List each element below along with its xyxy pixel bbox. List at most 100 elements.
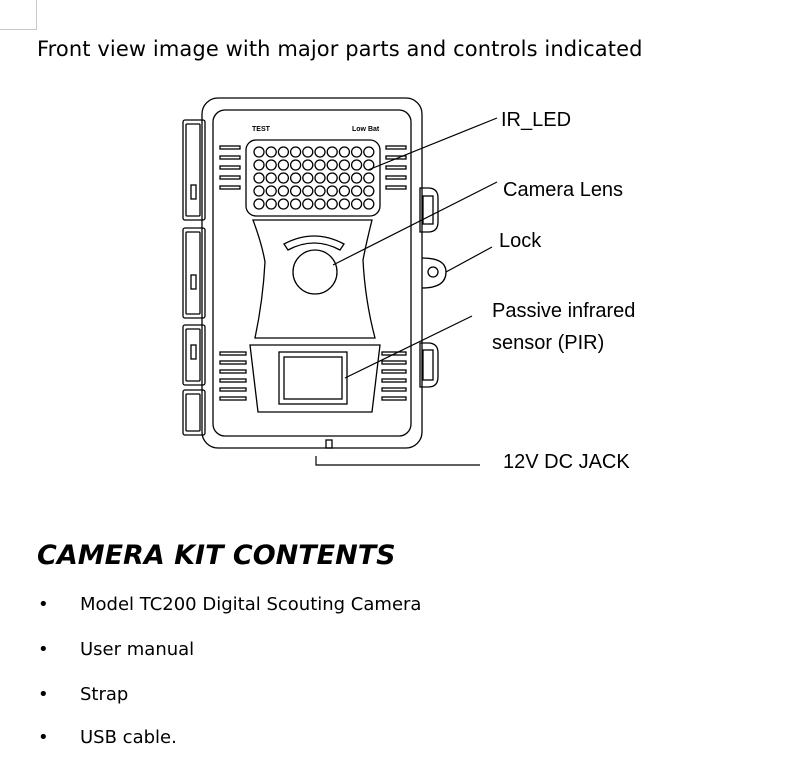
list-item-text: Model TC200 Digital Scouting Camera — [80, 594, 422, 615]
vent-slat — [219, 175, 241, 180]
page-heading: Front view image with major parts and co… — [37, 37, 643, 61]
pir-sensor-inner — [283, 356, 343, 400]
callout-lock: Lock — [499, 230, 542, 252]
vent-slat — [381, 378, 407, 383]
camera-lens-circle — [292, 249, 338, 295]
ir-led-dot — [253, 159, 265, 171]
pir-sensor-outer — [278, 351, 348, 405]
ir-led-dot — [277, 185, 290, 197]
pir-housing — [249, 344, 381, 413]
ir-led-dot — [314, 159, 326, 171]
vent-slat — [381, 369, 407, 374]
ir-led-dot — [289, 172, 302, 184]
ir-led-panel — [245, 139, 381, 217]
vent-slat — [219, 396, 247, 401]
ir-led-dot — [253, 185, 265, 197]
ir-led-dot — [277, 198, 290, 210]
ir-led-dot — [289, 198, 302, 210]
ir-led-dot — [265, 198, 277, 210]
ir-led-dot — [289, 159, 302, 171]
ir-led-dot — [363, 172, 375, 184]
callout-lines — [315, 117, 498, 466]
ir-led-dot — [350, 185, 363, 197]
ir-led-dot — [338, 198, 351, 210]
vent-slat — [219, 387, 247, 392]
lock-tab — [421, 257, 447, 289]
ir-led-dot — [363, 198, 375, 210]
ir-led-dot — [289, 146, 302, 158]
vent-slat — [381, 396, 407, 401]
dc-jack-port — [325, 439, 333, 449]
camera-front-diagram: TEST Low Bat IR_LED Camera Lens Lock Pas… — [182, 97, 635, 473]
vent-slat — [385, 145, 407, 150]
vent-slat — [219, 378, 247, 383]
ir-led-dot — [326, 159, 338, 171]
ir-led-dot — [253, 146, 265, 158]
left-hinges — [182, 119, 206, 436]
vent-slat — [219, 155, 241, 160]
ir-led-dot — [302, 146, 314, 158]
list-item-text: USB cable. — [80, 727, 177, 748]
bullet-icon: • — [38, 727, 49, 748]
ir-led-dot — [265, 172, 277, 184]
right-latches — [419, 187, 439, 388]
vent-slat — [219, 185, 241, 190]
ir-led-dot — [277, 146, 290, 158]
callout-camera-lens: Camera Lens — [503, 179, 623, 201]
vent-slats — [219, 145, 407, 401]
ir-led-dot — [265, 159, 277, 171]
ir-led-dot — [338, 159, 351, 171]
ir-led-dot — [326, 172, 338, 184]
bullet-icon: • — [38, 684, 49, 705]
vent-slat — [219, 360, 247, 365]
ir-led-dot — [350, 198, 363, 210]
ir-led-dot — [277, 159, 290, 171]
low-bat-label: Low Bat — [352, 126, 380, 133]
callout-pir-line2: sensor (PIR) — [492, 332, 604, 354]
kit-contents-title: CAMERA KIT CONTENTS — [37, 540, 396, 571]
camera-body-inner-outline — [212, 109, 412, 437]
ir-led-dot — [363, 185, 375, 197]
bullet-icon: • — [38, 639, 49, 660]
lens-indicator-arc — [283, 235, 345, 251]
ir-led-dot — [277, 172, 290, 184]
list-item-text: Strap — [80, 684, 129, 705]
vent-slat — [381, 351, 407, 356]
vent-slat — [385, 175, 407, 180]
callout-dc-jack: 12V DC JACK — [503, 451, 630, 473]
vent-slat — [219, 351, 247, 356]
vent-slat — [219, 145, 241, 150]
ir-led-grid — [253, 146, 375, 210]
ir-led-dot — [265, 185, 277, 197]
test-label: TEST — [252, 126, 271, 133]
page-corner-mark — [0, 0, 37, 30]
ir-led-dot — [302, 198, 314, 210]
ir-led-dot — [302, 159, 314, 171]
ir-led-dot — [338, 146, 351, 158]
ir-led-dot — [326, 185, 338, 197]
ir-led-dot — [338, 172, 351, 184]
ir-led-dot — [314, 185, 326, 197]
ir-led-dot — [289, 185, 302, 197]
vent-slat — [381, 387, 407, 392]
vent-slat — [381, 360, 407, 365]
ir-led-dot — [326, 146, 338, 158]
bullet-icon: • — [38, 594, 49, 615]
vent-slat — [385, 185, 407, 190]
ir-led-dot — [350, 159, 363, 171]
vent-slat — [385, 165, 407, 170]
ir-led-dot — [253, 198, 265, 210]
vent-slat — [219, 165, 241, 170]
ir-led-dot — [326, 198, 338, 210]
ir-led-dot — [302, 185, 314, 197]
ir-led-dot — [265, 146, 277, 158]
camera-body-outline — [201, 97, 423, 449]
ir-led-dot — [363, 146, 375, 158]
callout-pir-line1: Passive infrared — [492, 300, 635, 322]
callout-ir-led: IR_LED — [501, 109, 571, 131]
ir-led-dot — [253, 172, 265, 184]
ir-led-dot — [350, 172, 363, 184]
vent-slat — [219, 369, 247, 374]
ir-led-dot — [314, 198, 326, 210]
ir-led-dot — [302, 172, 314, 184]
